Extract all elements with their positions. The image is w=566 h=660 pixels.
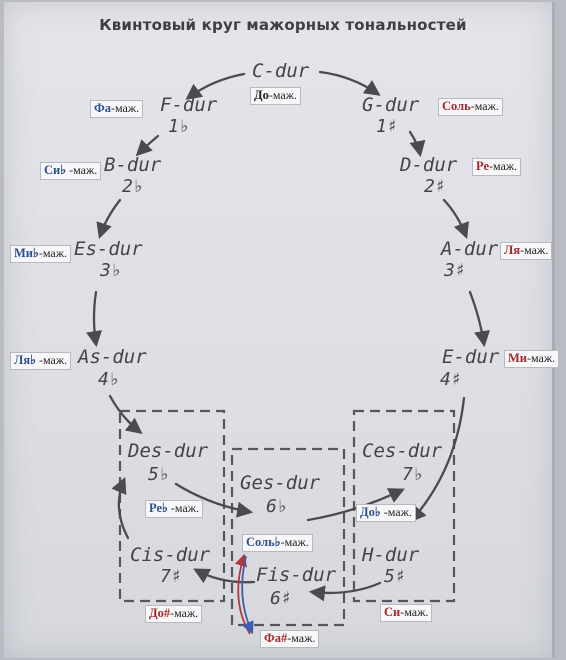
- ru-label-g-name: Соль: [442, 99, 471, 113]
- ru-label-ges-suffix: -маж.: [280, 535, 309, 549]
- ru-label-h-name: Си: [384, 605, 401, 619]
- key-ges-dur: Ges-dur: [240, 472, 321, 494]
- ru-label-as-name: Ля♭: [14, 353, 36, 367]
- key-c-dur: C-dur: [252, 60, 310, 82]
- sig-e: 4♯: [440, 369, 462, 390]
- ru-label-es-suffix: -маж.: [38, 246, 68, 260]
- key-as-dur: As-dur: [78, 346, 147, 368]
- arrow-a-to-e: [468, 290, 490, 348]
- ru-label-fis-name: Фа#: [264, 631, 288, 645]
- ru-label-fis: Фа#-маж.: [260, 630, 320, 648]
- key-des-dur: Des-dur: [128, 440, 209, 462]
- enharmonic-box-ges-fis: [230, 447, 346, 627]
- sig-des: 5♭: [148, 464, 170, 485]
- key-d-dur: D-dur: [400, 154, 458, 176]
- key-a-dur: A-dur: [441, 238, 499, 260]
- sig-b: 2♭: [122, 176, 144, 197]
- ru-label-cis-suffix: -маж.: [170, 606, 199, 620]
- sig-cis: 7♯: [160, 566, 182, 587]
- ru-label-es: Ми♭-маж.: [10, 245, 72, 263]
- ru-label-des: Ре♭ -маж.: [145, 500, 204, 518]
- sig-h: 5♯: [384, 566, 406, 587]
- sig-a: 3♯: [444, 260, 466, 281]
- ru-label-e-suffix: -маж.: [527, 351, 556, 365]
- ru-label-b-name: Си♭: [44, 163, 67, 177]
- ru-label-ges-name: Соль♭: [246, 535, 281, 549]
- arrow-g-to-d: [408, 130, 426, 158]
- ru-label-ces-name: До♭: [360, 505, 381, 519]
- arrow-cis-to-des: [111, 477, 130, 540]
- sig-f: 1♭: [168, 116, 190, 137]
- arrow-as-to-des: [108, 394, 143, 434]
- ru-label-d: Ре-маж.: [472, 158, 522, 176]
- ru-label-f-name: Фа: [94, 101, 111, 115]
- ru-label-ces-suffix: -маж.: [380, 505, 412, 519]
- key-fis-dur: Fis-dur: [256, 564, 337, 586]
- arrow-f-to-b: [135, 134, 160, 157]
- ru-label-a-name: Ля: [504, 243, 521, 257]
- sig-ges: 6♭: [266, 496, 288, 517]
- arrow-e-to-h: [409, 396, 466, 523]
- ru-label-g: Соль-маж.: [438, 98, 503, 116]
- ru-label-b: Си♭ -маж.: [40, 162, 102, 180]
- key-g-dur: G-dur: [362, 94, 420, 116]
- ru-label-c: До-маж.: [250, 87, 301, 105]
- ru-label-cis: До#-маж.: [145, 605, 203, 623]
- ru-label-b-suffix: -маж.: [66, 163, 98, 177]
- ru-label-as-suffix: -маж.: [35, 353, 68, 367]
- ru-label-ces: До♭ -маж.: [356, 504, 416, 522]
- key-b-dur: B-dur: [104, 154, 162, 176]
- arrow-c-to-g: [318, 70, 381, 96]
- arrow-d-to-a: [442, 198, 469, 240]
- sig-es: 3♭: [100, 260, 122, 281]
- key-cis-dur: Cis-dur: [130, 544, 211, 566]
- key-f-dur: F-dur: [160, 94, 218, 116]
- arrow-b-to-es: [96, 198, 122, 240]
- ru-label-f-suffix: -маж.: [111, 101, 140, 115]
- arrow-h-to-fis: [308, 581, 382, 602]
- arrow-fis-to-cis: [193, 568, 256, 584]
- ru-label-e-name: Ми: [508, 351, 528, 365]
- ru-label-h: Си-маж.: [380, 604, 433, 622]
- ru-label-des-name: Ре♭: [149, 501, 168, 515]
- ru-label-des-suffix: -маж.: [167, 501, 200, 515]
- ru-label-d-name: Ре: [476, 159, 490, 173]
- sig-d: 2♯: [424, 176, 446, 197]
- arrow-ges-to-ces: [306, 488, 405, 522]
- ru-label-f: Фа-маж.: [90, 100, 144, 118]
- ru-label-es-name: Ми♭: [14, 246, 39, 260]
- key-ces-dur: Ces-dur: [362, 440, 443, 462]
- ru-label-d-suffix: -маж.: [489, 159, 518, 173]
- ru-label-a-suffix: -маж.: [520, 243, 549, 257]
- key-es-dur: Es-dur: [74, 238, 143, 260]
- ru-label-fis-suffix: -маж.: [287, 631, 316, 645]
- ru-label-ges: Соль♭-маж.: [242, 534, 313, 552]
- arrow-c-to-f: [185, 72, 246, 100]
- ru-label-a: Ля-маж.: [500, 242, 553, 260]
- arrow-des-to-ges: [174, 482, 254, 518]
- key-h-dur: H-dur: [362, 544, 420, 566]
- ru-label-c-suffix: -маж.: [268, 88, 297, 102]
- sig-as: 4♭: [98, 369, 120, 390]
- sig-fis: 6♯: [270, 588, 292, 609]
- ru-label-g-suffix: -маж.: [470, 99, 499, 113]
- ru-label-h-suffix: -маж.: [400, 605, 429, 619]
- ru-label-e: Ми-маж.: [504, 350, 560, 368]
- key-e-dur: E-dur: [442, 346, 500, 368]
- arrow-es-to-as: [86, 290, 102, 348]
- diagram-title: Квинтовый круг мажорных тональностей: [99, 16, 467, 34]
- enharmonic-box-ces-h: [352, 409, 456, 603]
- sig-ces: 7♭: [402, 464, 424, 485]
- arrow-enharmonic-blue: [241, 555, 254, 635]
- ru-label-as: Ля♭ -маж.: [10, 352, 72, 370]
- ru-label-c-name: До: [254, 88, 269, 102]
- ru-label-cis-name: До#: [149, 606, 171, 620]
- sig-g: 1♯: [376, 116, 398, 137]
